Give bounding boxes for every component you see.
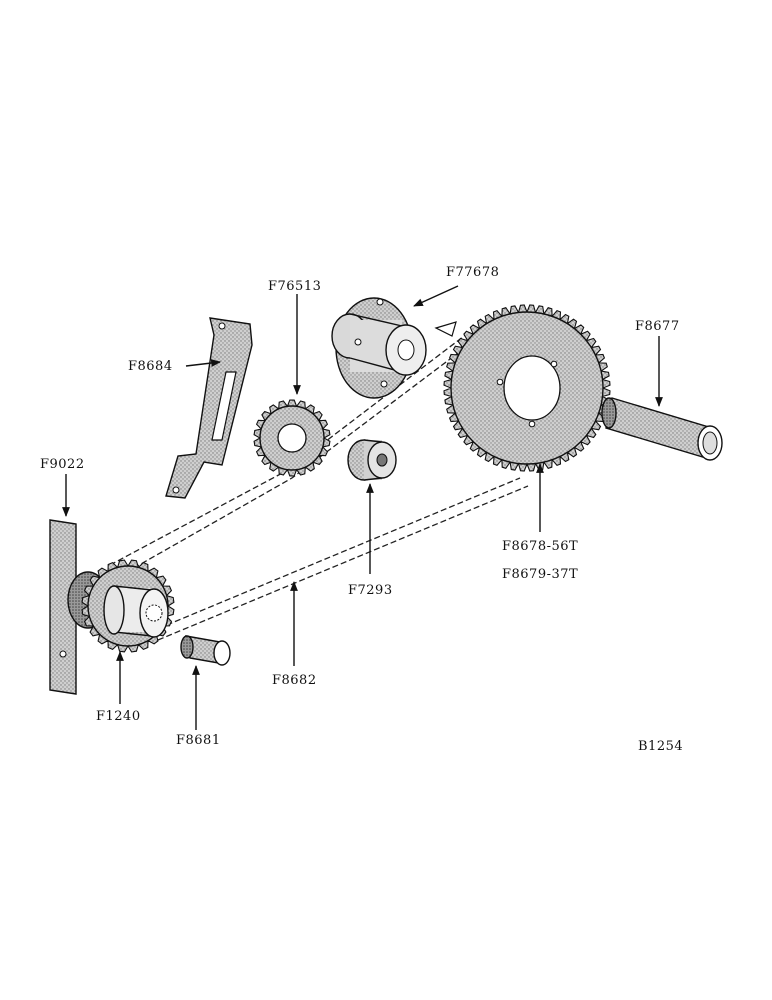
label-tube: F8677 (635, 319, 680, 334)
label-large-sprocket-b: F8679-37T (502, 567, 578, 582)
small-sprocket-part (253, 399, 331, 477)
plate-part (49, 519, 77, 695)
label-idler-bearing: F7293 (348, 583, 393, 598)
label-bushing: F8681 (176, 733, 221, 748)
label-drive-sprocket: F1240 (96, 709, 141, 724)
tube-part (601, 397, 723, 461)
idler-bearing-part (347, 439, 397, 481)
leader-arrows (62, 285, 663, 730)
drive-sprocket-part (67, 559, 175, 653)
figure-code: B1254 (638, 739, 683, 754)
bracket-part (165, 317, 253, 499)
label-small-sprocket: F76513 (268, 279, 321, 294)
bushing-part (180, 635, 231, 666)
large-sprocket-part (443, 304, 611, 472)
label-plate: F9022 (40, 457, 85, 472)
hub-part (331, 297, 457, 399)
label-chain: F8682 (272, 673, 317, 688)
label-hub: F77678 (446, 265, 499, 280)
label-large-sprocket-a: F8678-56T (502, 539, 578, 554)
label-bracket: F8684 (128, 359, 173, 374)
